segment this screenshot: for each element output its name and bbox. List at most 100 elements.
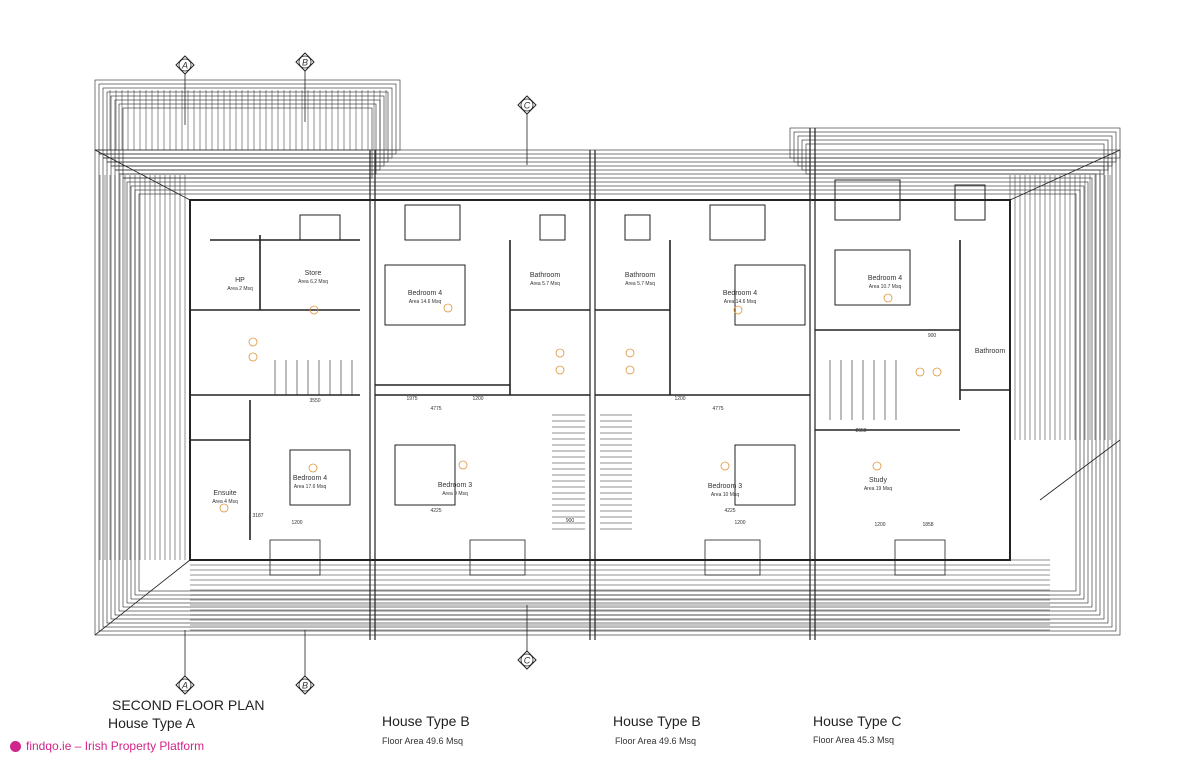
- section-marker-circle: [520, 98, 534, 112]
- dimension-label: 4225: [430, 508, 441, 514]
- dimension-label: 1975: [406, 396, 417, 402]
- roof-outline: [102, 87, 393, 159]
- roof-outline: [94, 79, 401, 151]
- section-marker-letter: B: [302, 681, 308, 691]
- roof-outline: [102, 157, 1113, 628]
- roof-hip-line: [94, 559, 191, 636]
- roof-outline: [789, 127, 1121, 159]
- watermark[interactable]: findqo.ie – Irish Property Platform: [10, 739, 204, 753]
- roof-outline: [134, 189, 1081, 596]
- dimension-label: 3187: [252, 513, 263, 519]
- dormer-window: [709, 204, 766, 241]
- dormer-window: [624, 214, 651, 241]
- roof-hip-line: [94, 149, 191, 201]
- roof-outline: [805, 143, 1105, 175]
- room-name: Study: [869, 477, 887, 484]
- roof-outline: [110, 95, 385, 167]
- house-type-b1-area: Floor Area 49.6 Msq: [382, 736, 464, 746]
- dimension-label: 4775: [430, 406, 441, 412]
- roof-outline: [98, 153, 1117, 632]
- room-name: Bedroom 3: [438, 482, 472, 489]
- room-name: HP: [235, 277, 245, 284]
- room-name: Bathroom: [530, 272, 561, 279]
- dimension-label: 1200: [734, 520, 745, 526]
- bed: [834, 249, 911, 306]
- house-type-a-label: House Type A: [108, 715, 195, 731]
- house-type-b2-area: Floor Area 49.6 Msq: [615, 736, 697, 746]
- dimension-label: 2650: [855, 428, 866, 434]
- room-tag-marker: [555, 365, 565, 375]
- dimension-label: 4775: [712, 406, 723, 412]
- roof-outline: [797, 135, 1113, 167]
- dormer-window: [954, 184, 986, 221]
- bed: [384, 264, 466, 326]
- section-marker-circle: [298, 678, 312, 692]
- roof-outline: [98, 83, 397, 155]
- dimension-label: 1200: [472, 396, 483, 402]
- room-name: Bedroom 4: [293, 475, 327, 482]
- room-tag-marker: [443, 303, 453, 313]
- room-area: Area 5.7 Msq: [625, 281, 655, 287]
- dimension-label: 1858: [922, 522, 933, 528]
- dimension-label: 3550: [309, 398, 320, 404]
- section-marker-c: C: [517, 95, 537, 165]
- roof-outline: [94, 149, 1121, 636]
- room-tag-marker: [248, 352, 258, 362]
- roof-outline: [801, 139, 1109, 171]
- bed: [734, 264, 806, 326]
- room-tag-marker: [458, 460, 468, 470]
- room-tag-marker: [915, 367, 925, 377]
- roof-outline: [122, 107, 373, 179]
- section-marker-a: A: [175, 55, 195, 125]
- house-type-c-area: Floor Area 45.3 Msq: [813, 735, 895, 745]
- room-name: Bedroom 4: [408, 290, 442, 297]
- room-tag-marker: [309, 305, 319, 315]
- section-marker-b: B: [295, 52, 315, 122]
- section-marker-letter: B: [302, 58, 308, 68]
- roof-outline: [138, 193, 1077, 592]
- room-tag-marker: [625, 348, 635, 358]
- room-area: Area 6.2 Msq: [298, 279, 328, 285]
- section-marker-c: C: [517, 605, 537, 670]
- roof-outline: [114, 99, 381, 171]
- bed: [394, 444, 456, 506]
- section-marker-circle: [520, 653, 534, 667]
- roof-outline: [118, 103, 377, 175]
- room-name: Ensuite: [213, 490, 236, 497]
- dormer-window: [539, 214, 566, 241]
- room-name: Bedroom 4: [868, 275, 902, 282]
- house-type-b1-label: House Type B: [382, 713, 470, 729]
- section-marker-circle: [298, 55, 312, 69]
- globe-icon: [10, 740, 21, 752]
- room-name: Bedroom 3: [708, 483, 742, 490]
- room-name: Bedroom 4: [723, 290, 757, 297]
- dormer-window: [404, 204, 461, 241]
- room-tag-marker: [625, 365, 635, 375]
- room-tag-marker: [883, 293, 893, 303]
- room-tag-marker: [308, 463, 318, 473]
- roof-outline: [130, 185, 1085, 600]
- dimension-label: 900: [928, 333, 937, 339]
- room-tag-marker: [248, 337, 258, 347]
- room-tag-marker: [872, 461, 882, 471]
- room-area: Area 2 Msq: [227, 286, 253, 292]
- section-marker-letter: C: [524, 656, 531, 666]
- dimension-label: 900: [566, 518, 575, 524]
- roof-outline: [793, 131, 1117, 163]
- room-tag-marker: [733, 305, 743, 315]
- section-marker-letter: C: [524, 101, 531, 111]
- section-marker-diamond: [175, 675, 195, 695]
- roof-outline: [106, 91, 389, 163]
- room-area: Area 10.7 Msq: [869, 284, 902, 290]
- section-marker-diamond: [295, 675, 315, 695]
- room-area: Area 4 Msq: [212, 499, 238, 505]
- dimension-label: 1200: [674, 396, 685, 402]
- bay-window: [894, 539, 946, 576]
- roof-outline: [110, 165, 1105, 620]
- roof-outline: [126, 181, 1089, 604]
- section-marker-circle: [178, 58, 192, 72]
- roof-outline: [106, 161, 1109, 624]
- roof-hip-line: [1039, 439, 1121, 501]
- dimension-label: 4225: [724, 508, 735, 514]
- bed: [734, 444, 796, 506]
